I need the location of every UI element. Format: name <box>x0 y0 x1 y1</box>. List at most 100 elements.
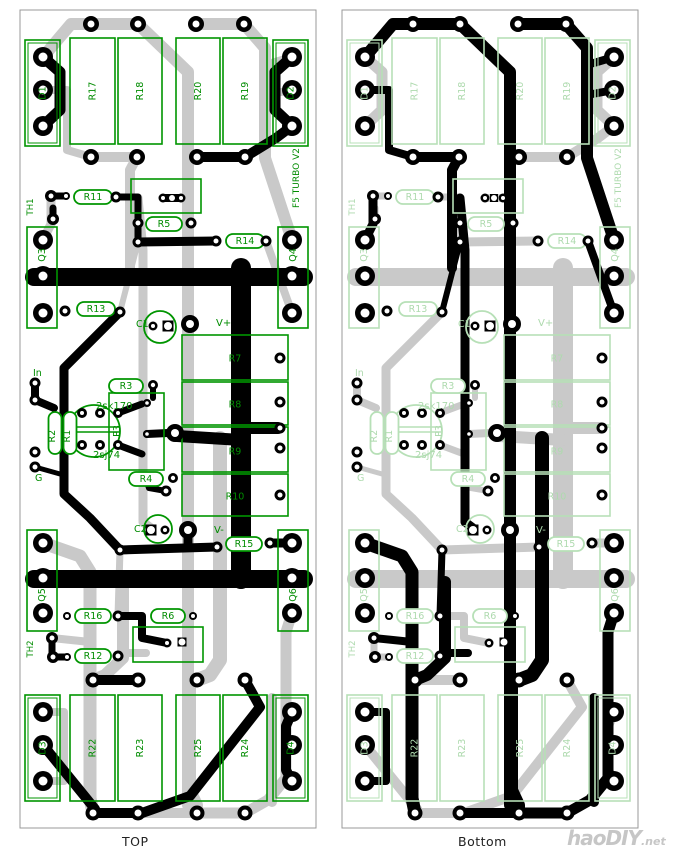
pad-hole <box>116 411 120 415</box>
pad-hole <box>87 153 95 161</box>
component-outline-Q3 <box>348 226 380 329</box>
component-circle-outline <box>143 514 173 544</box>
pad-hole <box>241 153 249 161</box>
ref-label-R16: R16 <box>406 611 425 622</box>
component-label-R9: R9 <box>551 447 564 458</box>
component-label-R20: R20 <box>515 82 526 101</box>
pad-hole <box>472 382 478 388</box>
pad-hole <box>609 308 619 318</box>
copper-trace <box>48 634 94 646</box>
component-outline-inner <box>349 697 380 799</box>
pad-hole <box>80 443 84 447</box>
component-label-R19: R19 <box>240 82 251 101</box>
pad-hole <box>609 776 619 786</box>
pad-hole <box>360 85 370 95</box>
component-outline-Q5 <box>26 529 58 632</box>
pad-hole <box>287 707 297 717</box>
ref-label-R13: R13 <box>87 304 106 315</box>
pad-hole <box>492 475 498 481</box>
component-label-R25: R25 <box>193 739 204 758</box>
pad-hole <box>609 538 619 548</box>
component-outline-D4 <box>594 694 631 802</box>
pad-hole <box>38 608 48 618</box>
pad-hole <box>267 540 273 546</box>
component-outline-Q6 <box>277 529 309 632</box>
pad-hole <box>117 309 123 315</box>
pad-hole <box>287 608 297 618</box>
component-label-D1: D1 <box>38 86 49 99</box>
component-label-Q4: Q4 <box>288 248 299 262</box>
silk-text-C2: C2 <box>134 524 147 535</box>
pad-hole <box>38 707 48 717</box>
pad-hole <box>457 220 463 226</box>
pad-hole <box>277 492 283 498</box>
component-outline-Q4 <box>277 226 309 329</box>
component-label-R17: R17 <box>410 82 421 101</box>
ref-label-R14: R14 <box>236 236 255 247</box>
silk-text-TH2: TH2 <box>348 641 358 659</box>
pad-hole <box>115 613 121 619</box>
component-label-R24: R24 <box>562 739 573 758</box>
component-outline-inner <box>27 42 58 144</box>
pad-hole <box>467 432 471 436</box>
component-label-Q5: Q5 <box>359 588 370 602</box>
component-label-R8: R8 <box>551 400 564 411</box>
pad-hole <box>589 540 595 546</box>
silk-text-2sk170: 2sk170 <box>96 401 132 412</box>
label-oval-R4 <box>128 471 164 487</box>
pad-hole <box>65 614 69 618</box>
copper-trace <box>359 18 466 63</box>
pad-hole <box>609 121 619 131</box>
pad-hole <box>609 85 619 95</box>
pad-hole <box>439 547 445 553</box>
pad-hole <box>287 271 297 281</box>
label-oval-R5 <box>467 216 505 232</box>
pad-hole <box>32 380 38 386</box>
pad-hole <box>133 153 141 161</box>
pad-hole <box>38 271 48 281</box>
pad-hole <box>360 573 370 583</box>
pad-hole <box>535 238 541 244</box>
component-outline-D2 <box>272 39 309 147</box>
label-oval-R15 <box>225 536 263 552</box>
component-label-R20: R20 <box>193 82 204 101</box>
component-label-R23: R23 <box>457 739 468 758</box>
pad-hole <box>113 194 119 200</box>
pad-hole <box>38 538 48 548</box>
pad-hole <box>38 573 48 583</box>
pad-hole <box>193 676 201 684</box>
pad-hole <box>38 235 48 245</box>
pad-hole <box>64 194 68 198</box>
pad-hole <box>277 399 283 405</box>
pad-hole <box>164 322 172 330</box>
ref-label-R13: R13 <box>409 304 428 315</box>
pad-hole <box>38 776 48 786</box>
pad-hole <box>402 411 406 415</box>
copper-trace <box>190 18 298 246</box>
label-oval-R3 <box>108 378 144 394</box>
pad-hole <box>501 196 505 200</box>
pad-hole <box>510 220 516 226</box>
copper-trace <box>133 236 221 247</box>
copper-trace <box>38 740 100 814</box>
component-outline-R17 <box>391 37 438 145</box>
label-oval-R2 <box>369 411 385 455</box>
pad-hole <box>213 238 219 244</box>
pad-hole <box>89 809 97 817</box>
component-label-R18: R18 <box>457 82 468 101</box>
pad-hole <box>360 121 370 131</box>
label-oval-R2 <box>47 411 63 455</box>
pad-hole <box>193 153 201 161</box>
copper-trace <box>439 239 463 315</box>
pad-hole <box>360 235 370 245</box>
pad-hole <box>38 85 48 95</box>
silk-text-V-: V- <box>214 525 224 536</box>
component-outline <box>454 626 526 663</box>
pad-hole <box>89 676 97 684</box>
component-outline-Q5 <box>348 529 380 632</box>
component-outline-R23 <box>439 694 485 802</box>
pad-hole <box>487 641 491 645</box>
ref-label-R2: R2 <box>47 430 58 443</box>
component-outline-inner <box>275 697 306 799</box>
